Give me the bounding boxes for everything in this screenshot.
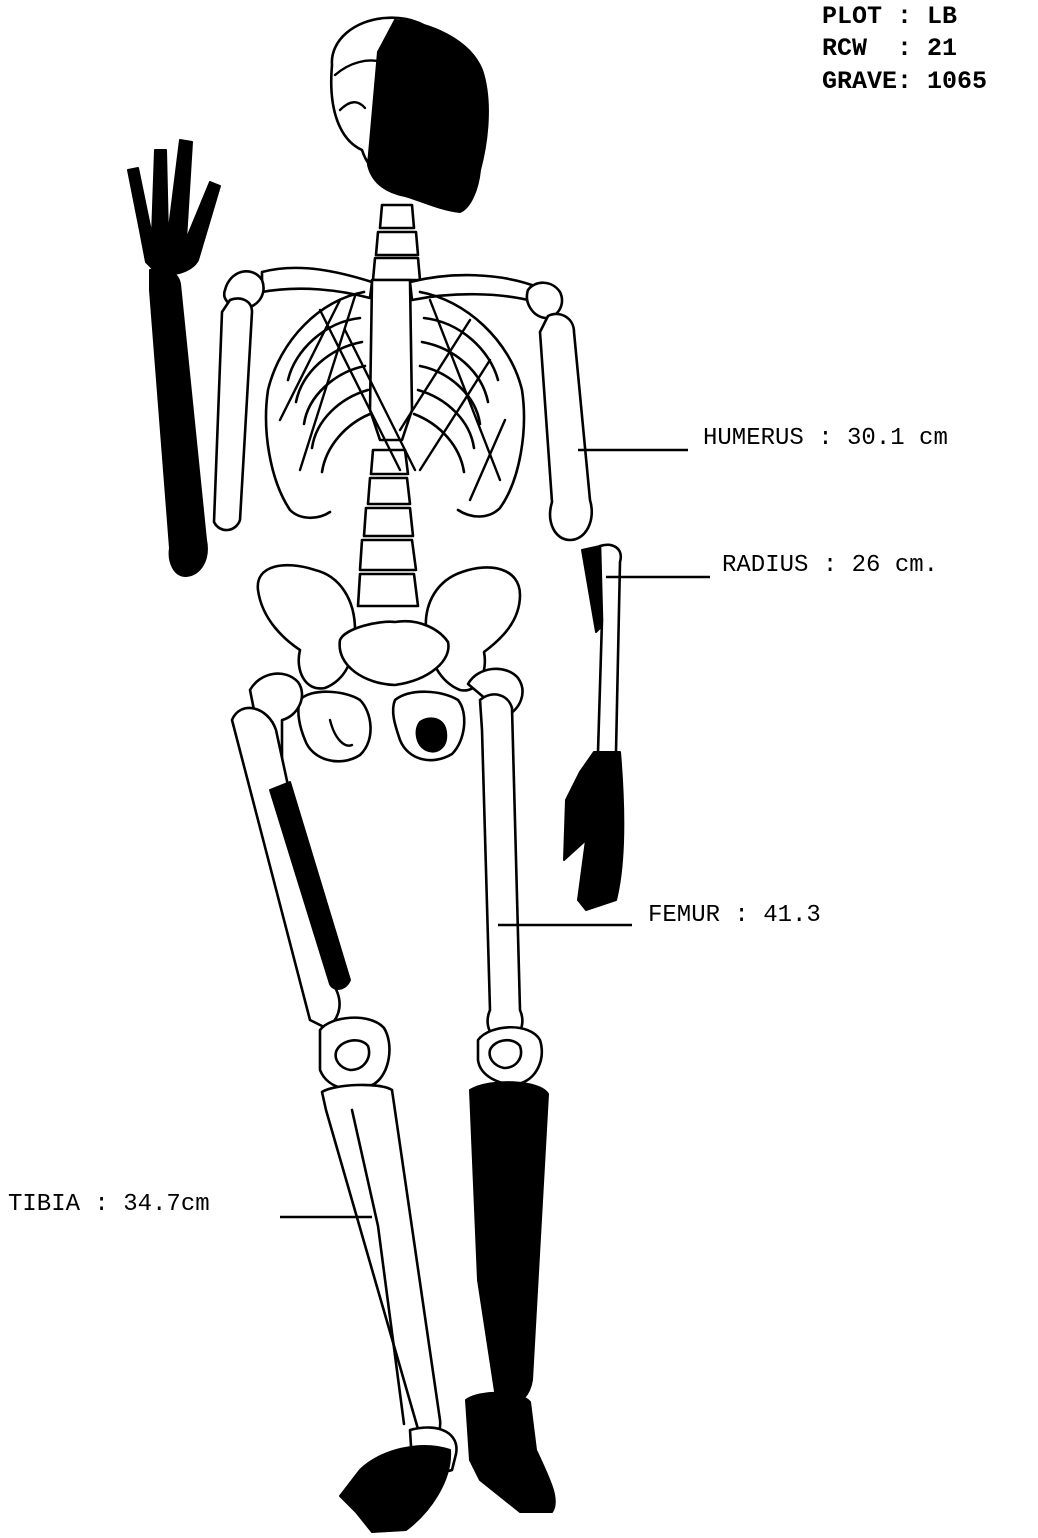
radius-measurement: RADIUS : 26 cm.: [722, 552, 938, 579]
right-patella: [336, 1040, 369, 1070]
skull: [331, 18, 488, 212]
sternum: [370, 280, 412, 440]
cervical-vertebra: [380, 205, 414, 228]
plot-label: PLOT : LB: [822, 2, 957, 31]
femur-measurement: FEMUR : 41.3: [648, 902, 821, 929]
lumbar-vertebra: [368, 478, 410, 504]
right-tibia: [322, 1085, 440, 1439]
lumbar-vertebra: [364, 508, 413, 536]
right-hand-missing: [128, 140, 220, 274]
lumbar-vertebra: [358, 574, 418, 606]
left-clavicle: [410, 275, 540, 302]
sacrum-pelvic-inlet: [340, 621, 449, 685]
grave-header: PLOT : LB RCW : 21 GRAVE: 1065: [822, 2, 987, 96]
left-foot-missing: [466, 1393, 555, 1512]
tibia-measurement: TIBIA : 34.7cm: [8, 1191, 210, 1218]
right-ribcage-outline: [266, 292, 364, 518]
rib: [422, 342, 488, 402]
rib: [322, 414, 370, 472]
grave-label: GRAVE: 1065: [822, 67, 987, 96]
left-arm: [540, 314, 623, 910]
left-femur: [480, 694, 522, 1042]
right-foot-missing: [340, 1446, 450, 1532]
damage-mark: [420, 360, 490, 470]
cervical-vertebra: [376, 232, 418, 255]
left-obturator-missing: [417, 718, 447, 751]
damage-mark: [470, 420, 505, 500]
left-humerus: [540, 314, 592, 540]
lumbar-vertebra: [371, 450, 408, 474]
left-patella: [490, 1040, 521, 1068]
skull-face-missing: [368, 20, 488, 212]
left-hand-missing: [564, 752, 623, 910]
right-arm: [128, 140, 252, 576]
row-label: RCW : 21: [822, 34, 957, 63]
humerus-measurement: HUMERUS : 30.1 cm: [703, 425, 948, 452]
right-ilium: [258, 565, 355, 688]
right-pubis: [298, 692, 370, 762]
right-leg: [232, 674, 457, 1532]
rib: [414, 414, 464, 472]
right-forearm-missing: [150, 269, 207, 576]
left-tibia-fibula-missing: [470, 1082, 548, 1403]
left-leg: [466, 669, 555, 1512]
right-humerus: [214, 299, 252, 531]
cervical-vertebra: [373, 258, 420, 280]
lumbar-vertebra: [360, 540, 416, 570]
